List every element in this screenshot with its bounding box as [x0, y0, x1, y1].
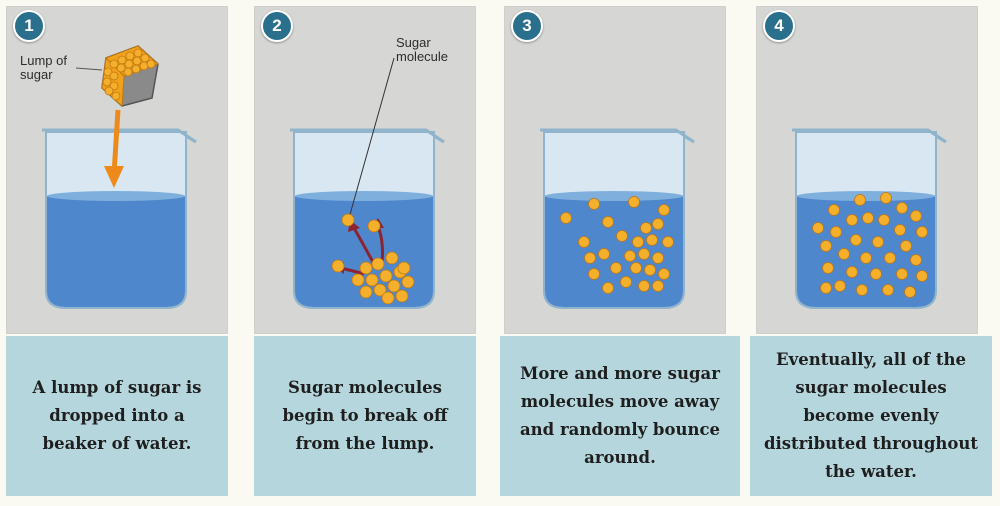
- sugar-lump: [101, 45, 159, 108]
- step-1-panel: 1 Lump of sugar: [6, 6, 228, 334]
- sugar-molecule-label: Sugar molecule: [396, 35, 449, 64]
- beaker-molecules-breaking-off-illustration: [290, 57, 445, 309]
- sugar-molecules: [331, 213, 415, 305]
- step-badge: 3: [511, 10, 543, 42]
- sugar-molecules: [560, 196, 674, 294]
- sugar-molecules: [812, 192, 928, 298]
- lump-of-sugar-label: Lump of sugar: [20, 53, 67, 82]
- step-badge: 2: [261, 10, 293, 42]
- beaker-molecules-evenly-distributed-illustration: [792, 128, 947, 309]
- step-badge: 1: [13, 10, 45, 42]
- beaker-with-sugar-lump-illustration: [42, 45, 197, 309]
- step-1-caption: A lump of sugar is dropped into a beaker…: [6, 336, 228, 496]
- step-2-caption: Sugar molecules begin to break off from …: [254, 336, 476, 496]
- beaker-molecules-bouncing-illustration: [540, 128, 695, 309]
- step-3-caption: More and more sugar molecules move away …: [500, 336, 740, 496]
- step-badge: 4: [763, 10, 795, 42]
- step-4-panel: 4: [756, 6, 978, 334]
- step-3-panel: 3: [504, 6, 726, 334]
- step-2-panel: 2 Sugar molecule: [254, 6, 476, 334]
- step-4-caption: Eventually, all of the sugar molecules b…: [750, 336, 992, 496]
- falling-arrow: [104, 109, 124, 188]
